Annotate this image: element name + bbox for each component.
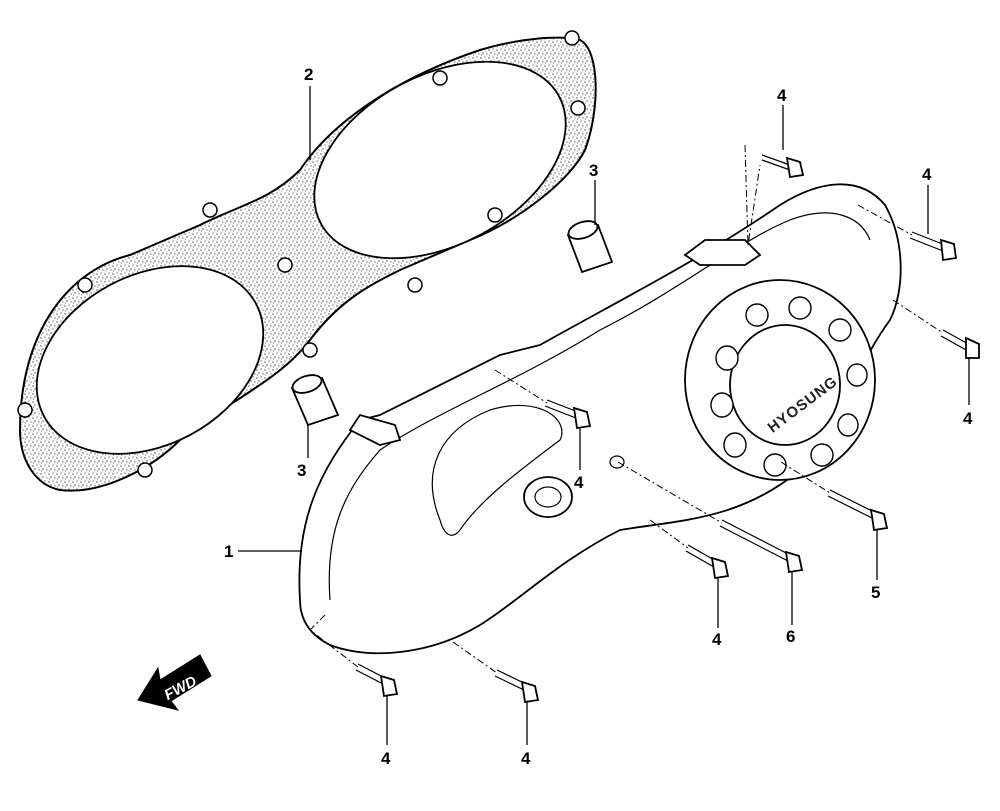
- bolt-top: [761, 154, 805, 179]
- forward-direction-arrow: FWD: [137, 654, 212, 711]
- callout-4-mid: 4: [574, 473, 584, 492]
- leader-lines: [238, 86, 970, 745]
- bolt-right: [940, 329, 980, 359]
- crankcase-cover: HYOSUNG: [298, 183, 902, 655]
- gasket-left-opening: [35, 265, 265, 455]
- bolt-bottom-middle: [494, 669, 540, 704]
- bolt-mid-left: [544, 399, 592, 430]
- fwd-arrow-shape: [137, 654, 212, 711]
- cover-mount-hole: [609, 455, 625, 469]
- cover-top-lug: [683, 239, 762, 266]
- bolt-item-6: [719, 519, 804, 574]
- callout-4-bottom-left: 4: [381, 749, 391, 768]
- assembly-centerlines: [309, 144, 944, 674]
- callout-4-bottom-middle: 4: [521, 749, 531, 768]
- bolt-bottom-left: [355, 663, 399, 698]
- gasket-right-opening: [313, 60, 567, 260]
- gasket-bolt-tabs: [17, 30, 586, 478]
- callout-4-right: 4: [963, 409, 973, 428]
- callout-3-lower-dowel: 3: [297, 461, 306, 480]
- dowel-pin-upper: [566, 220, 614, 274]
- callout-2-gasket: 2: [304, 65, 313, 84]
- bolt-item-5: [827, 489, 889, 532]
- cover-boss: [523, 476, 573, 518]
- gasket-part: [17, 30, 597, 492]
- callout-4-lower-middle: 4: [712, 630, 722, 649]
- bolt-lower-middle: [685, 544, 730, 580]
- dowel-pin-lower: [290, 374, 340, 427]
- callout-4-upper-right: 4: [922, 165, 932, 184]
- callout-6: 6: [786, 627, 795, 646]
- callout-3-upper-dowel: 3: [589, 161, 598, 180]
- callout-1-cover: 1: [224, 542, 233, 561]
- bolt-upper-right: [909, 231, 958, 262]
- cover-slot: [431, 404, 563, 536]
- cover-left-lug: [348, 413, 402, 446]
- callout-5: 5: [871, 583, 880, 602]
- clutch-vent-holes: [710, 296, 868, 477]
- cover-inner-ridge: [328, 212, 871, 601]
- cover-boss-inner: [534, 486, 562, 508]
- clutch-housing-cap: [729, 324, 841, 446]
- callout-4-top: 4: [777, 86, 787, 105]
- callout-labels: 2 3 3 1 4 4 4 4 4 4 4 5 6: [224, 65, 973, 768]
